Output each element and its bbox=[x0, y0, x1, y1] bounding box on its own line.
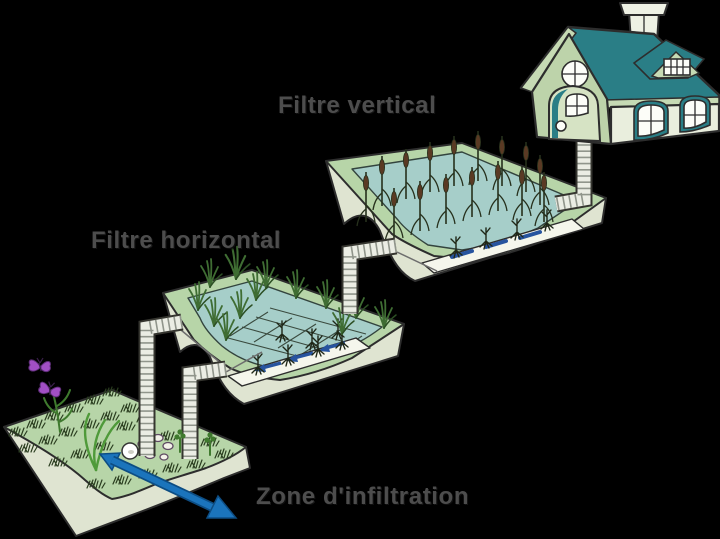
side-window-2 bbox=[679, 95, 711, 133]
butterfly-icon bbox=[28, 357, 63, 399]
door-knob bbox=[555, 120, 567, 132]
seedling-plants bbox=[174, 429, 216, 456]
dormer-window bbox=[632, 39, 706, 80]
pipe-horizontal-to-infiltration-lower bbox=[181, 360, 228, 459]
vertical-filter-cross-section bbox=[421, 218, 585, 274]
pipe-horizontal-to-infiltration-upper bbox=[138, 313, 184, 456]
label-zone-infiltration: Zone d'infiltration bbox=[256, 483, 470, 510]
gravel-grid bbox=[227, 307, 367, 363]
door bbox=[548, 84, 602, 143]
infiltration-flow-arrow bbox=[98, 452, 238, 519]
round-window bbox=[561, 60, 589, 88]
house bbox=[519, 2, 720, 146]
pipe-outlet-circle bbox=[121, 442, 139, 460]
label-filtre-horizontal: Filtre horizontal bbox=[91, 227, 282, 254]
pipe-vertical-to-horizontal bbox=[341, 237, 398, 314]
arching-grass-plant bbox=[83, 412, 121, 472]
label-filtre-vertical: Filtre vertical bbox=[278, 92, 437, 119]
infiltration-zone-bed bbox=[3, 357, 251, 537]
horizontal-filter-cross-section bbox=[227, 337, 371, 387]
side-window-1 bbox=[633, 100, 669, 141]
pipe-house-outlet bbox=[554, 138, 593, 213]
connector-lines bbox=[180, 251, 438, 373]
